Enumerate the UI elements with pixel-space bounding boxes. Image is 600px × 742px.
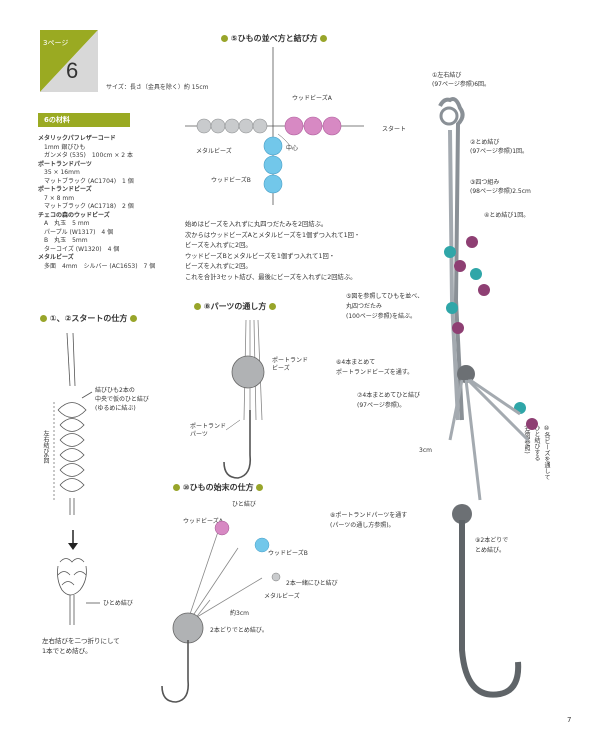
arrange-section-title: ⑤ひもの並べ方と結び方: [221, 33, 328, 44]
start-label: スタート: [382, 126, 407, 133]
step-8-label: ⑧ポートランドパーツを通す (パーツの通し方参照)。: [330, 512, 408, 529]
material-line: ターコイズ (W1320) 4 個: [44, 245, 120, 253]
step-6-label: ⑥4本まとめて ポートランドビーズを通す。: [336, 359, 414, 376]
design-number: 6: [66, 58, 79, 83]
parts-section-heading: ⑧パーツの通し方: [203, 302, 267, 311]
end-wood-a-label: ウッドビーズA: [183, 518, 223, 525]
bullet-dot-icon: [194, 303, 201, 310]
arrange-wood-b-label: ウッドビーズB: [211, 177, 251, 184]
bullet-dot-icon: [320, 35, 328, 42]
material-line: チェコの森のウッドビーズ: [38, 211, 110, 219]
step-2-label: ②とめ結び (97ページ参照)1回。: [470, 139, 529, 155]
material-line: マットブラック (AC1718) 2 個: [44, 203, 134, 210]
end-final-label: 2本どりでとめ結び。: [210, 627, 268, 634]
material-line: ポートランドパーツ: [38, 160, 92, 168]
page-badge: 3ページ 6: [40, 30, 98, 92]
end-together-label: 2本一緒にひと結び: [286, 580, 338, 587]
material-line: 多面 4mm シルバー (AC1653) 7 個: [44, 262, 156, 270]
materials-title-bar: 6の材料: [38, 113, 130, 127]
bullet-dot-icon: [130, 315, 138, 322]
start-section-heading: ①、②スタートの仕方: [49, 314, 128, 323]
page-number: 7: [567, 716, 572, 724]
material-line: メタルビーズ: [38, 254, 74, 261]
step-3-label: ③四つ組み (98ページ参照)2.5cm: [470, 179, 531, 195]
badge-graphic: [40, 30, 98, 92]
bullet-dot-icon: [173, 484, 180, 491]
start-diagram: [53, 332, 93, 515]
arrange-center-label: 中心: [286, 145, 299, 152]
folded-knot-diagram: [57, 558, 100, 625]
end-length-label: 約3cm: [230, 610, 249, 617]
material-line: メタリックパフレザーコード: [38, 135, 116, 142]
parts-parts-label: ポートランド パーツ: [190, 423, 227, 438]
metal-beads-row: [196, 118, 268, 134]
start-bottom-note: 左右結びを二つ折りにして 1本でとめ結び。: [42, 637, 120, 655]
size-note: サイズ：長さ（金具を除く）約 15cm: [106, 84, 209, 91]
material-line: ガンメタ (535) 100cm × 2 本: [44, 152, 134, 159]
arrange-section-heading: ⑤ひもの並べ方と結び方: [230, 34, 318, 43]
bullet-dot-icon: [256, 484, 264, 491]
start-note: 結びひも2本の 中央で仮のひと結び (ゆるめに結ぶ): [95, 387, 149, 412]
end-section-title: ⑩ひもの始末の仕方: [173, 482, 264, 493]
purple-beads: [452, 236, 490, 334]
end-metal-label: メタルビーズ: [264, 593, 300, 600]
start-section-title: ①、②スタートの仕方: [40, 313, 138, 324]
dimension-label: 3cm: [419, 447, 432, 454]
arrange-diagram: [185, 47, 364, 205]
material-line: B 丸玉 5mm: [44, 237, 88, 244]
end-section-heading: ⑩ひもの始末の仕方: [182, 483, 254, 492]
arrange-description: 始めはビーズを入れずに丸四つだたみを2回結ぶ。 次からはウッドビーズAとメタルビ…: [185, 221, 361, 281]
step-7-label: ⑦4本まとめてひと結び (97ページ参照)。: [357, 392, 421, 409]
material-line: 35 × 16mm: [44, 169, 80, 176]
material-line: パープル (W1317) 4 個: [44, 228, 114, 236]
material-line: 7 × 8 mm: [44, 194, 75, 202]
wood-a-beads-row: [284, 116, 342, 136]
tie-label: ひとめ結び: [103, 600, 133, 607]
bullet-dot-icon: [40, 315, 47, 322]
parts-bead-label: ポートランド ビーズ: [272, 357, 309, 372]
parts-diagram: [223, 319, 265, 479]
start-side-label: 左右結び6回: [42, 430, 49, 464]
end-diagram: [161, 519, 281, 703]
materials-title: 6の材料: [44, 116, 70, 124]
arrange-metal-label: メタルビーズ: [196, 148, 232, 155]
end-knot-label: ひと結び: [232, 501, 256, 508]
finished-piece-illustration: [438, 97, 538, 698]
material-line: A 丸玉 5 mm: [44, 220, 90, 227]
bullet-dot-icon: [269, 303, 277, 310]
material-line: マットブラック (AC1704) 1 個: [44, 177, 134, 185]
down-arrow-icon: [68, 530, 78, 550]
arrange-wood-a-label: ウッドビーズA: [292, 95, 332, 102]
material-line: ポートランドビーズ: [38, 186, 92, 193]
step-5-label: ⑤図を参照してひもを並べ、 丸四つだたみ (100ページ参照)を結ぶ。: [346, 293, 424, 320]
step-1-label: ①左右結び (97ページ参照)6回。: [432, 72, 491, 88]
end-wood-b-label: ウッドビーズB: [268, 550, 308, 557]
page-ref-label: 3ページ: [43, 39, 69, 47]
step-4-label: ④とめ結び1回。: [484, 212, 530, 219]
parts-section-title: ⑧パーツの通し方: [194, 301, 277, 312]
bullet-dot-icon: [221, 35, 228, 42]
material-line: 1mm 銀びひも: [44, 143, 86, 151]
wood-b-beads-col: [263, 136, 283, 194]
step-9-label: ⑨2本どりで とめ結び。: [475, 537, 509, 554]
